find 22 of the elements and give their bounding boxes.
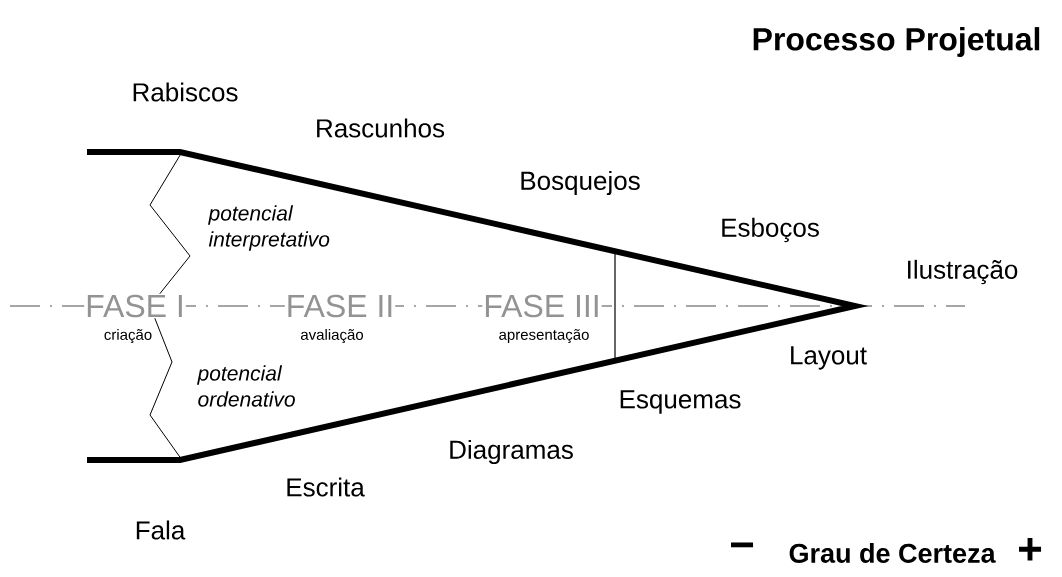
word-label: Rabiscos: [133, 82, 238, 102]
word-label: Layout: [791, 346, 867, 370]
phase-label: FASE II: [284, 293, 396, 319]
scale-sign: −: [731, 542, 754, 548]
italic-note: potencial interpretativo: [208, 205, 330, 251]
word-label: Rascunhos: [317, 118, 445, 138]
word-label: Bosquejos: [521, 170, 640, 196]
word-label: Escrita: [287, 477, 365, 497]
word-label: Esboços: [722, 217, 819, 243]
word-label: Esquemas: [620, 390, 741, 414]
word-label: Fala: [136, 520, 186, 540]
phase-label: FASE III: [482, 293, 602, 319]
phase-label: FASE I: [84, 293, 186, 319]
scale-sign: +: [1019, 538, 1042, 561]
word-label: Ilustração: [908, 259, 1018, 285]
phase-caption: criação: [102, 327, 154, 344]
title: Processo Projetual: [753, 27, 1040, 57]
phase-caption: apresentação: [497, 328, 591, 344]
italic-note: potencial ordenativo: [197, 365, 295, 407]
word-label: Diagramas: [450, 439, 573, 465]
scale-label: Grau de Certeza: [789, 543, 996, 563]
phase-caption: avaliação: [299, 327, 365, 344]
